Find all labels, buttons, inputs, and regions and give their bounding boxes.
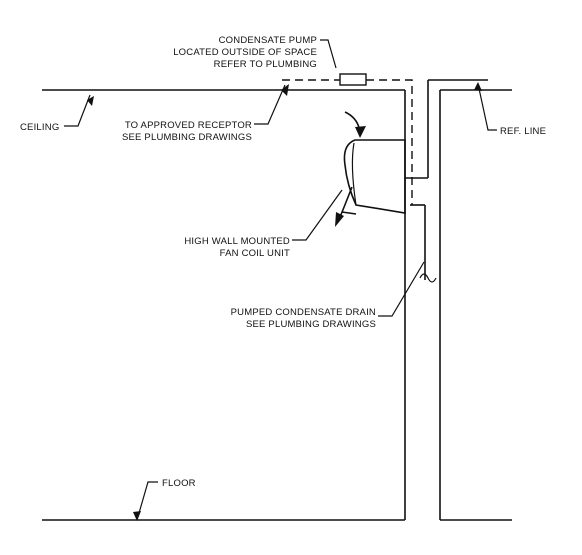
label-receptor-2: SEE PLUMBING DRAWINGS (122, 132, 252, 143)
label-pumped-drain-1: PUMPED CONDENSATE DRAIN (231, 307, 376, 318)
leader-pumped-drain (378, 261, 425, 317)
leader-receptor-head (281, 84, 289, 96)
leader-ref-line (477, 83, 497, 131)
airflow-out-tick (341, 211, 357, 215)
label-receptor-1: TO APPROVED RECEPTOR (125, 120, 252, 131)
leader-ref-line-head (474, 82, 482, 91)
label-condensate-pump-2: LOCATED OUTSIDE OF SPACE (173, 47, 317, 58)
label-ceiling: CEILING (20, 122, 59, 133)
fan-coil-unit (343, 139, 406, 214)
dashed-drain-right (366, 79, 413, 205)
leader-ceiling (64, 94, 91, 127)
label-ref-line: REF. LINE (500, 126, 546, 137)
label-pumped-drain-2: SEE PLUMBING DRAWINGS (246, 319, 376, 330)
condensate-pump-box (339, 73, 367, 86)
leader-floor-head (133, 511, 141, 521)
airflow-out-arrowhead (335, 212, 344, 227)
pipe-break-symbol (419, 273, 437, 283)
label-condensate-pump-1: CONDENSATE PUMP (219, 35, 317, 46)
label-fan-coil-2: FAN COIL UNIT (220, 248, 290, 259)
label-fan-coil-1: HIGH WALL MOUNTED (184, 236, 290, 247)
leader-receptor (254, 84, 286, 125)
leader-fan-coil (292, 189, 343, 241)
leader-ceiling-head (87, 96, 94, 106)
leader-floor (136, 481, 158, 521)
leader-condensate-pump (320, 39, 337, 69)
label-floor: FLOOR (162, 478, 196, 489)
airflow-in-arrowhead (355, 126, 366, 138)
label-condensate-pump-3: REFER TO PLUMBING (214, 59, 317, 70)
fan-coil-front-curve (351, 142, 357, 206)
